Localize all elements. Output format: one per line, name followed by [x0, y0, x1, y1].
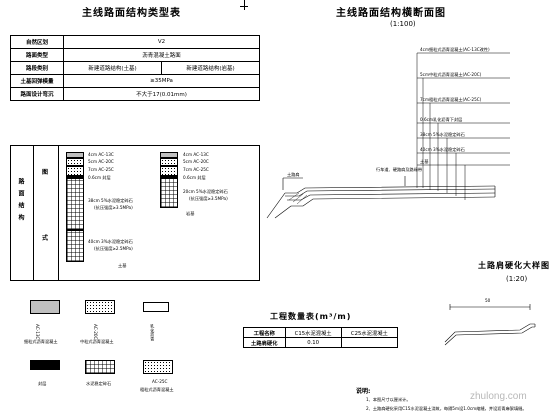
row-value: 沥青混凝土路面: [63, 48, 260, 62]
rock-layer-label-2: 5cm AC-20C: [183, 159, 209, 164]
rock-layer-ac25: [160, 166, 178, 176]
pavement-type-table: 自然区划 V2 路面类型 沥青混凝土路面 路段类别 新建道路结构(土基) 新建道…: [10, 35, 260, 101]
row-value: ≥35MPa: [63, 74, 260, 88]
row-value-rock: 新建道路结构(岩基): [161, 61, 260, 75]
soil-layer-label-3: 7cm AC-25C: [88, 167, 114, 172]
legend-swatch-cement: [85, 360, 115, 374]
row-label: 路段类别: [10, 61, 64, 75]
soil-layer-base: [66, 178, 84, 230]
cs-label-6: 40cm 3%水泥稳定碎石: [420, 147, 465, 152]
watermark: zhulong.com: [470, 391, 527, 402]
right-title-scale: (1:100): [390, 20, 416, 28]
top-center-tick: [240, 6, 248, 7]
cs-label-3: 7cm粗粒式沥青混凝土(AC-25C): [420, 97, 482, 102]
row-value-soil: 新建道路结构(土基): [63, 61, 162, 75]
soil-subbase-note: (抗压强度≥2.5MPa): [94, 246, 133, 251]
table-row: 土基回弹模量 ≥35MPa: [10, 74, 260, 88]
rock-layer-label-1: 4cm AC-13C: [183, 152, 209, 157]
legend-name-ac13: 细粒式沥青混凝土: [24, 339, 58, 344]
soil-layer-label-4: 0.6cm 封层: [88, 175, 111, 180]
quantity-header: C25水泥混凝土: [340, 327, 399, 338]
row-label: 自然区划: [10, 35, 64, 49]
soil-layer-ac25: [66, 166, 84, 176]
legend-swatch-seal: [30, 360, 60, 370]
legend-name-ac25: 粗粒式沥青混凝土: [140, 387, 174, 392]
quantity-cell: 土路肩硬化: [243, 337, 286, 348]
legend-code-ac25: AC-25C: [152, 379, 168, 384]
cs-label-7: 土基: [420, 159, 429, 164]
legend-swatch-ac20: [85, 300, 115, 314]
rock-layer-ac13: [160, 152, 178, 158]
legend-name-emulsion: 乳化沥青: [150, 324, 156, 341]
notes-title: 说明:: [356, 388, 371, 395]
soil-base-note: (抗压强度≥3.5MPa): [94, 205, 133, 210]
cs-label-1: 4cm细粒式沥青混凝土(AC-13C改性): [420, 47, 490, 52]
cross-section-drawing: [266, 52, 510, 219]
table-row: 自然区划 V2: [10, 35, 260, 49]
table-row: 路面设计弯沉 不大于17(0.01mm): [10, 87, 260, 101]
legend-code-ac13: AC-13C: [35, 324, 41, 340]
vertical-label-form: 式: [42, 235, 49, 242]
legend-code-ac20: AC-20C: [93, 324, 99, 340]
cs-label-4: 0.6cm乳化沥青下封层: [420, 117, 463, 122]
structure-divider-left: [33, 145, 34, 281]
right-title: 主线路面结构横断面图: [336, 8, 446, 19]
legend-name-seal: 封层: [38, 381, 47, 386]
note-item-2: 2、土路肩硬化采用C15水泥混凝土浇筑，每隔5m设1.0cm缩缝，并设沥青麻絮填…: [366, 406, 527, 411]
rock-layer-ac20: [160, 158, 178, 166]
rock-foundation-label: 岩基: [186, 211, 195, 216]
soil-layer-subbase: [66, 230, 84, 262]
legend-name-ac20: 中粒式沥青混凝土: [80, 339, 114, 344]
quantity-table: 工程名称 C15水泥混凝土 C25水泥混凝土 土路肩硬化 0.10: [243, 327, 399, 348]
row-value: 不大于17(0.01mm): [63, 87, 260, 101]
legend-name-cement: 水泥稳定碎石: [86, 381, 112, 386]
rock-layer-label-3: 7cm AC-25C: [183, 167, 209, 172]
soil-layer-ac20: [66, 158, 84, 166]
soil-layer-label-2: 5cm AC-20C: [88, 159, 114, 164]
detail-drawing: [444, 304, 536, 346]
table-row: 土路肩硬化 0.10: [243, 337, 399, 348]
quantity-header: 工程名称: [243, 327, 286, 338]
left-title: 主线路面结构类型表: [82, 8, 181, 19]
soil-layer-label-1: 4cm AC-13C: [88, 152, 114, 157]
quantity-header: C15水泥混凝土: [284, 327, 342, 338]
row-label: 路面设计弯沉: [10, 87, 64, 101]
rock-base-label: 20cm 5%水泥稳定碎石: [183, 189, 228, 194]
legend-swatch-ac25: [143, 360, 173, 374]
soil-layer-ac13: [66, 152, 84, 158]
rock-layer-label-4: 0.6cm 封层: [183, 175, 206, 180]
legend-swatch-emulsion: [143, 302, 169, 312]
top-center-mark: [244, 0, 245, 10]
quantity-cell: [340, 337, 399, 348]
cs-road-label: 行车道、硬路肩及路缘带: [376, 167, 423, 172]
vertical-label-figure: 图: [42, 169, 49, 176]
soil-foundation-label: 土基: [118, 263, 127, 268]
quantity-title: 工程数量表(m³/m): [270, 312, 352, 321]
soil-base-label: 38cm 5%水泥稳定碎石: [88, 198, 133, 203]
detail-dimension: 50: [485, 298, 491, 303]
soil-layer-seal: [66, 176, 84, 178]
note-item-1: 1、本图尺寸以厘米计。: [366, 397, 411, 402]
structure-divider-right: [58, 145, 59, 281]
table-row: 路面类型 沥青混凝土路面: [10, 48, 260, 62]
table-row: 工程名称 C15水泥混凝土 C25水泥混凝土: [243, 327, 399, 338]
quantity-cell: 0.10: [284, 337, 342, 348]
row-value: V2: [63, 35, 260, 49]
cs-label-5: 38cm 5%水泥稳定碎石: [420, 132, 465, 137]
detail-scale: (1:20): [506, 275, 528, 283]
detail-title: 土路肩硬化大样图: [478, 261, 550, 270]
table-row: 路段类别 新建道路结构(土基) 新建道路结构(岩基): [10, 61, 260, 75]
rock-base-note: (抗压强度≥3.5MPa): [189, 196, 228, 201]
vertical-label-pavement: 路面结构: [17, 178, 24, 226]
cs-label-2: 5cm中粒式沥青混凝土(AC-20C): [420, 72, 482, 77]
structure-diagram-frame: [10, 145, 260, 281]
row-label: 路面类型: [10, 48, 64, 62]
cs-shoulder-label: 土路肩: [287, 172, 300, 177]
rock-layer-seal: [160, 176, 178, 178]
soil-subbase-label: 40cm 3%水泥稳定碎石: [88, 239, 133, 244]
rock-layer-base: [160, 178, 178, 208]
row-label: 土基回弹模量: [10, 74, 64, 88]
legend-swatch-ac13: [30, 300, 60, 314]
